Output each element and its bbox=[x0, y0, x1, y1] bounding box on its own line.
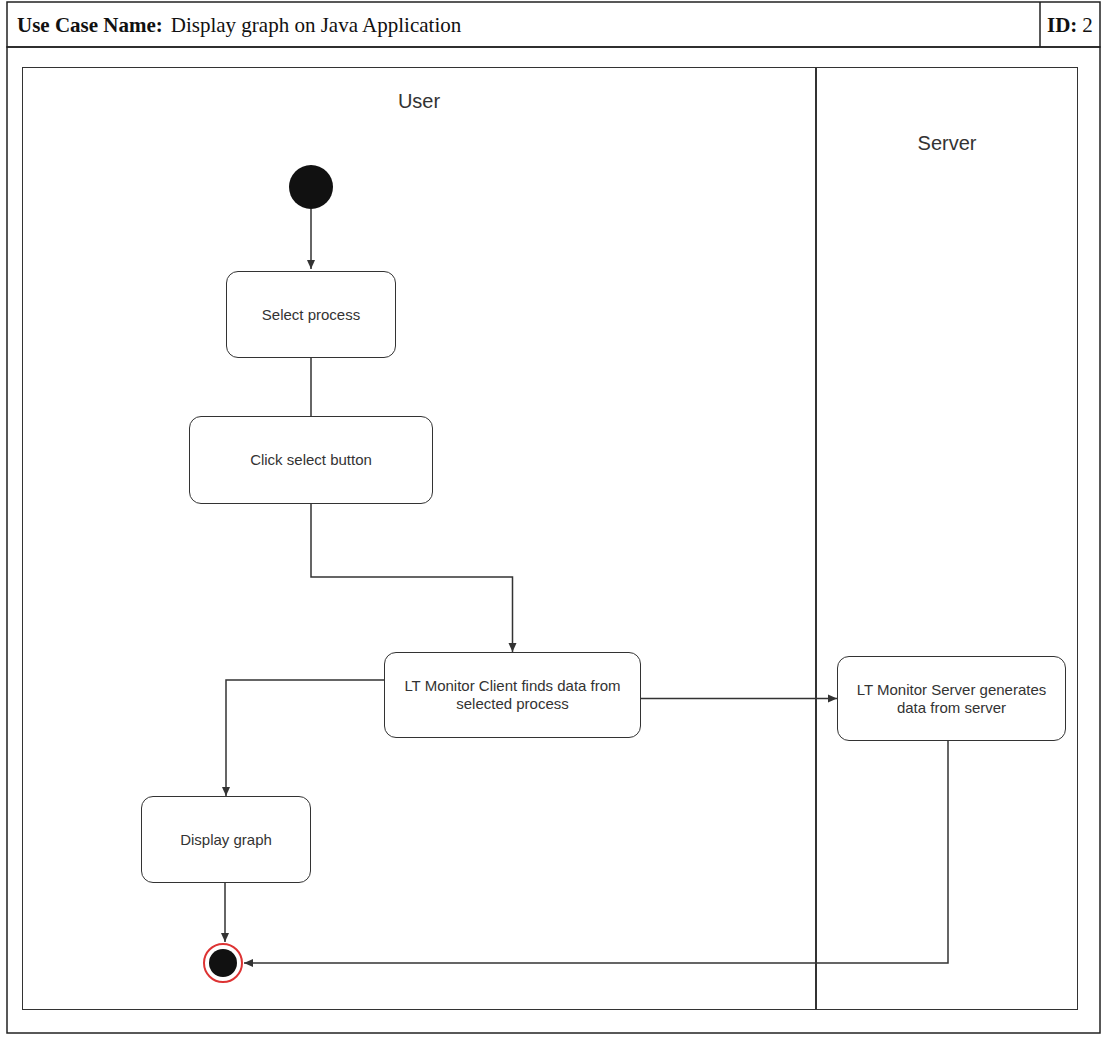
activity-label: Select process bbox=[262, 306, 360, 324]
body-frame bbox=[7, 47, 1100, 1033]
header-label: Use Case Name: bbox=[17, 13, 163, 38]
initial-flow bbox=[310, 209, 312, 269]
control-flow bbox=[310, 358, 312, 416]
control-flow bbox=[226, 680, 384, 796]
activity-label: LT Monitor Server generates data from se… bbox=[848, 681, 1055, 717]
activity-label: LT Monitor Client finds data from select… bbox=[395, 677, 630, 713]
use-case-id: 2 bbox=[1082, 13, 1093, 38]
final-flow bbox=[224, 882, 226, 942]
activity-label: Click select button bbox=[250, 451, 372, 469]
header-divider bbox=[1039, 2, 1041, 47]
header-id-row: ID:2 bbox=[1047, 3, 1093, 47]
swimlane: Server LT Monitor Server generates data f… bbox=[816, 67, 1078, 1010]
server-final-flow bbox=[244, 740, 948, 963]
activity-box: LT Monitor Client finds data from select… bbox=[384, 652, 641, 738]
swimlane: UserSelect processClick select button LT … bbox=[22, 67, 816, 1010]
lane-label: User bbox=[23, 90, 815, 113]
activity-box: Select process bbox=[226, 271, 396, 358]
activity-box: Click select button bbox=[189, 416, 433, 504]
header-label: ID: bbox=[1047, 13, 1077, 38]
activity-label: Display graph bbox=[180, 831, 272, 849]
header-title-row: Use Case Name: Display graph on Java Appl… bbox=[17, 3, 461, 47]
header-frame bbox=[7, 2, 1100, 47]
lane-label: Server bbox=[817, 132, 1077, 155]
control-flow bbox=[311, 504, 513, 652]
final-node-ring bbox=[204, 944, 242, 982]
diagram-title: Display graph on Java Application bbox=[171, 13, 461, 38]
activity-box: Display graph bbox=[141, 796, 311, 883]
final-node bbox=[209, 949, 237, 977]
initial-node bbox=[289, 165, 333, 209]
activity-box: LT Monitor Server generates data from se… bbox=[837, 656, 1066, 741]
control-flow bbox=[641, 698, 837, 700]
